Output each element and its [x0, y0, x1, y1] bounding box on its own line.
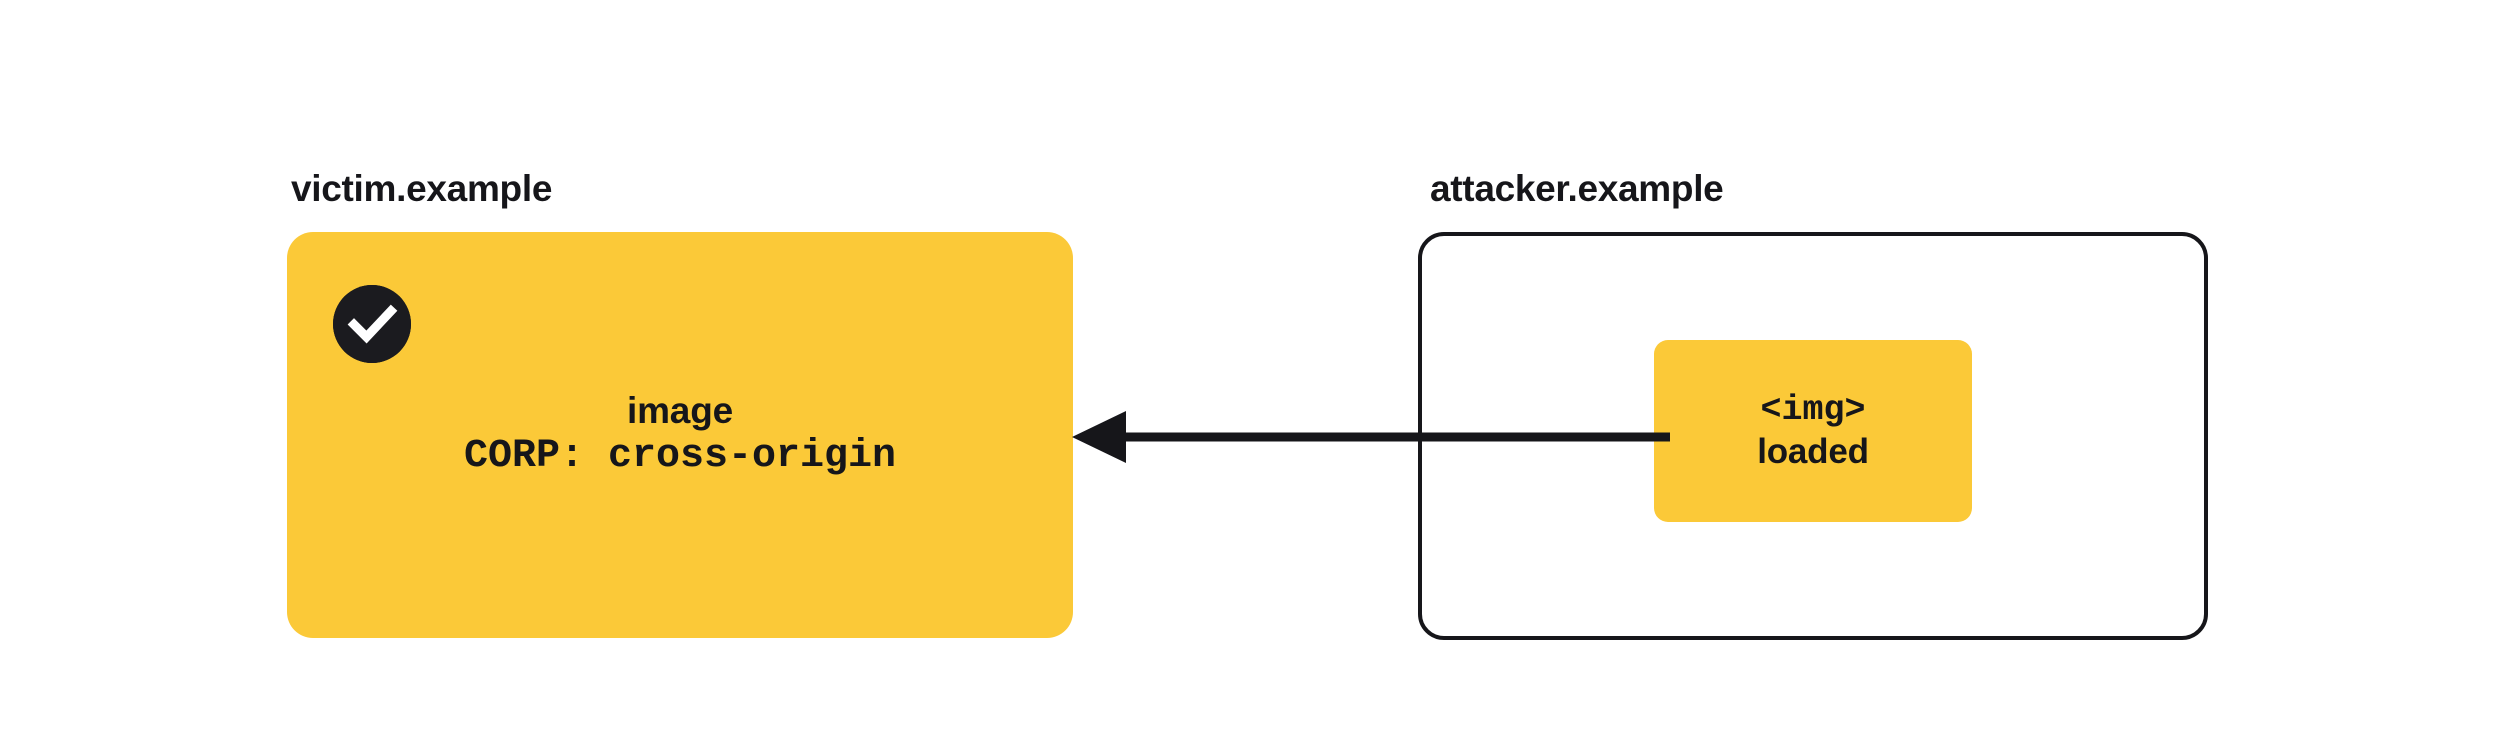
victim-origin-label: victim.example	[291, 168, 553, 209]
img-element-tag: <img>	[1760, 390, 1866, 430]
victim-resource-box: image CORP: cross-origin	[287, 232, 1073, 638]
img-element-box: <img> loaded	[1654, 340, 1972, 522]
img-element-state: loaded	[1757, 432, 1869, 471]
victim-resource-text: image CORP: cross-origin	[287, 388, 1073, 482]
check-circle-icon	[333, 285, 411, 363]
corp-header-value: CORP: cross-origin	[463, 434, 897, 480]
attacker-origin-label: attacker.example	[1430, 168, 1724, 209]
resource-name: image	[627, 390, 733, 432]
